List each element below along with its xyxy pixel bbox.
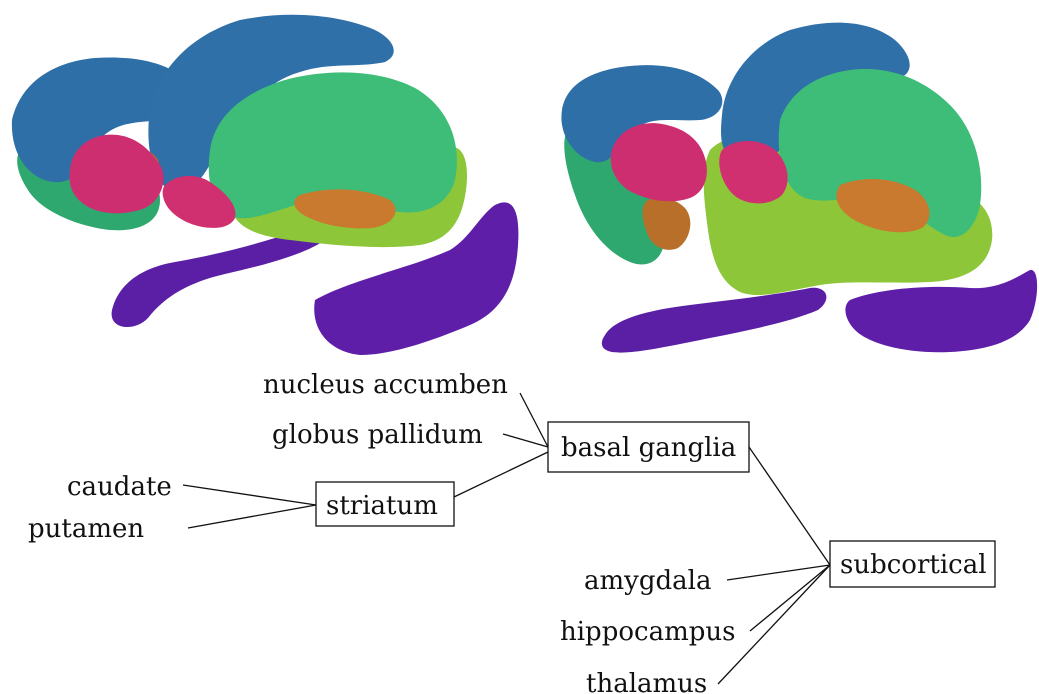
basal-ganglia-label: basal ganglia <box>561 433 736 463</box>
nucleus-accumben-label: nucleus accumben <box>263 370 508 400</box>
edge-caudate-striatum <box>183 485 316 505</box>
subcortical-label: subcortical <box>840 550 987 580</box>
hippocampus-label: hippocampus <box>560 617 735 647</box>
edge-putamen-striatum <box>188 505 316 528</box>
putamen-label: putamen <box>28 514 144 544</box>
caudate-label: caudate <box>67 472 172 502</box>
edge-basal-ganglia-subcortical <box>749 447 830 565</box>
edge-striatum-basal-ganglia <box>454 452 548 497</box>
thalamus-label: thalamus <box>586 669 707 694</box>
globus-pallidum-label: globus pallidum <box>272 420 483 450</box>
edge-nucleus-accumben-basal-ganglia <box>520 393 548 447</box>
amygdala-label: amygdala <box>584 566 711 596</box>
edge-globus-pallidum-basal-ganglia <box>503 434 548 447</box>
striatum-label: striatum <box>326 491 438 521</box>
